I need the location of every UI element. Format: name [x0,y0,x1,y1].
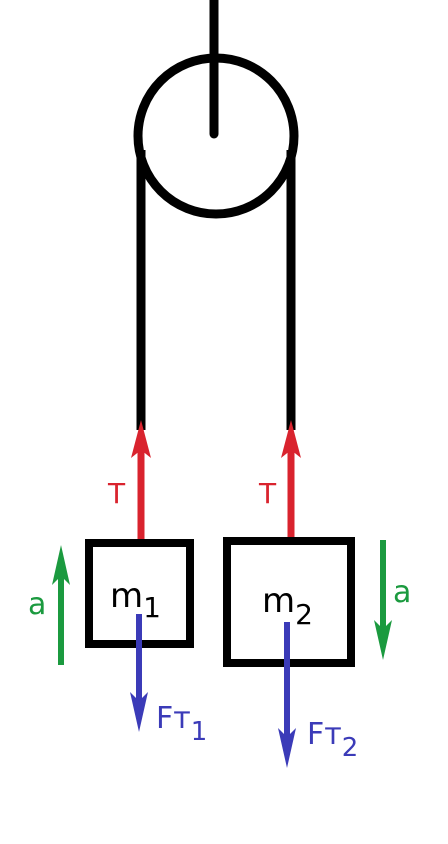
pulley [133,53,299,219]
mass-label-1: m1 [110,576,161,624]
right-tension-vector [281,420,301,540]
left-tension-label: T [107,477,126,510]
left-gravity-vector [130,614,148,732]
right-acceleration-vector [374,540,392,660]
right-gravity-label: Fт2 [307,717,358,763]
left-acceleration-label: a [28,587,46,622]
right-tension-label: T [258,477,277,510]
left-gravity-label: Fт1 [156,701,207,747]
left-tension-vector [131,420,151,540]
mass-label-2: m2 [262,581,313,631]
right-acceleration-label: a [393,575,411,610]
right-gravity-vector [278,622,296,768]
left-acceleration-vector [52,545,70,665]
